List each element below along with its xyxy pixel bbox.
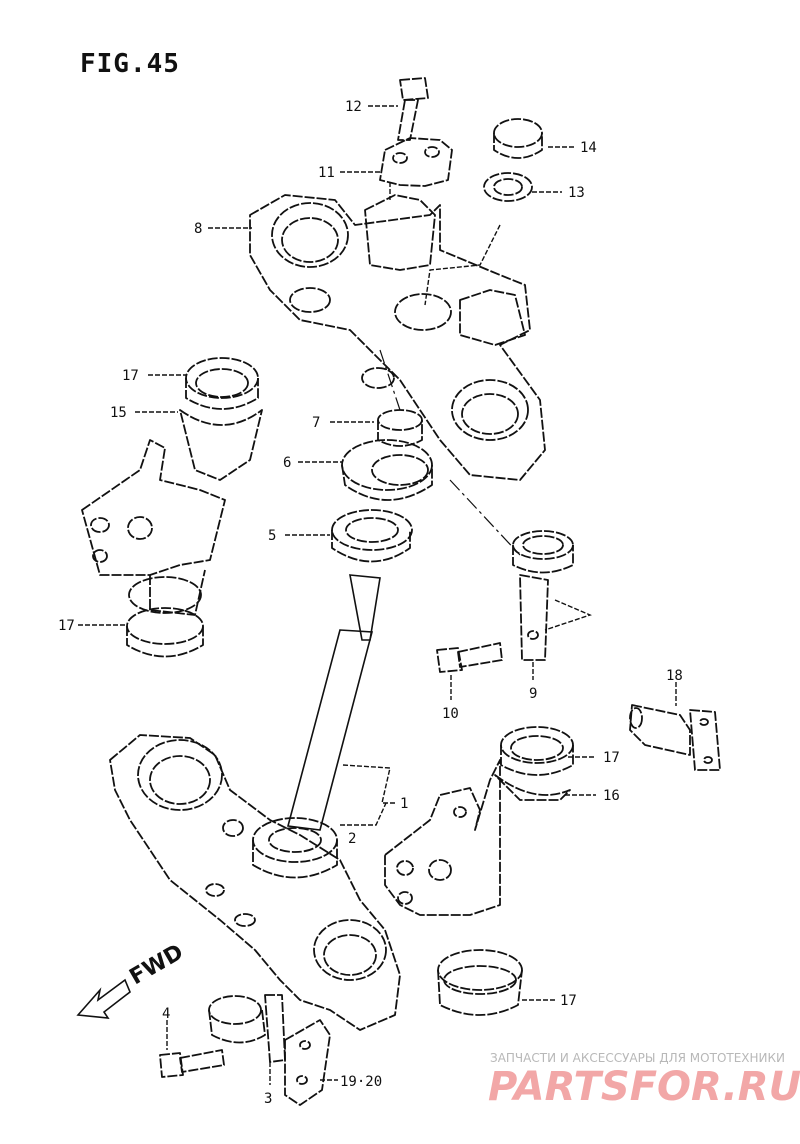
watermark: ЗАПЧАСТИ И АКСЕССУАРЫ ДЛЯ МОТОТЕХНИКИ PA… [488, 1051, 800, 1110]
lower-bracket-part-1 [109, 734, 401, 1031]
sensor-part-18 [629, 704, 721, 771]
bolt-part-12 [397, 77, 429, 141]
callout-13: 13 [568, 185, 585, 201]
plate-part-19-20 [284, 1019, 331, 1106]
damper-bracket-part-9 [512, 530, 574, 661]
washer-part-13 [483, 172, 533, 202]
callout-5: 5 [268, 528, 276, 544]
callout-17-top-right: 17 [603, 750, 620, 766]
callout-4: 4 [162, 1006, 170, 1022]
callout-14: 14 [580, 140, 597, 156]
callout-1: 1 [400, 796, 408, 812]
callout-15: 15 [110, 405, 127, 421]
bearing-part-5 [331, 509, 413, 563]
steering-stem-part-1 [286, 574, 381, 831]
bearing-part-2 [252, 817, 338, 879]
callout-9: 9 [529, 686, 537, 702]
leader-lines [78, 105, 677, 1085]
watermark-logo: PARTSFOR.RU [488, 1064, 800, 1110]
bolt-part-10 [436, 642, 503, 673]
callout-17-top-left: 17 [122, 368, 139, 384]
fork-bracket-part-16-right [384, 726, 574, 916]
callout-2: 2 [348, 831, 356, 847]
watermark-tagline: ЗАПЧАСТИ И АКСЕССУАРЫ ДЛЯ МОТОТЕХНИКИ [490, 1051, 785, 1065]
bolt-part-4 [159, 1049, 225, 1078]
callout-8: 8 [194, 221, 202, 237]
callout-3: 3 [264, 1091, 272, 1107]
callout-19-20: 19·20 [340, 1074, 382, 1090]
callout-labels: 12 11 8 14 13 17 15 7 6 5 17 9 10 18 17 … [58, 99, 683, 1107]
callout-10: 10 [442, 706, 459, 722]
dust-seal-part-17-right-bottom [437, 949, 523, 1016]
dust-cover-part-6 [341, 439, 433, 501]
callout-17-bottom-left: 17 [58, 618, 75, 634]
callout-16: 16 [603, 788, 620, 804]
figure-title: FIG.45 [80, 49, 180, 79]
fwd-label: FWD [126, 940, 188, 990]
callout-18: 18 [666, 668, 683, 684]
clamp-part-11 [379, 137, 453, 187]
center-lines [379, 182, 592, 631]
dust-seal-part-17-left-bottom [126, 576, 204, 658]
forward-arrow-icon [76, 978, 131, 1019]
bracket-part-3 [208, 994, 286, 1063]
cap-part-14 [493, 118, 543, 159]
callout-7: 7 [312, 415, 320, 431]
callout-11: 11 [318, 165, 335, 181]
callout-12: 12 [345, 99, 362, 115]
forward-direction-indicator: FWD [76, 940, 188, 1019]
upper-bracket-part-8 [249, 194, 546, 481]
callout-17-bottom-right: 17 [560, 993, 577, 1009]
callout-6: 6 [283, 455, 291, 471]
